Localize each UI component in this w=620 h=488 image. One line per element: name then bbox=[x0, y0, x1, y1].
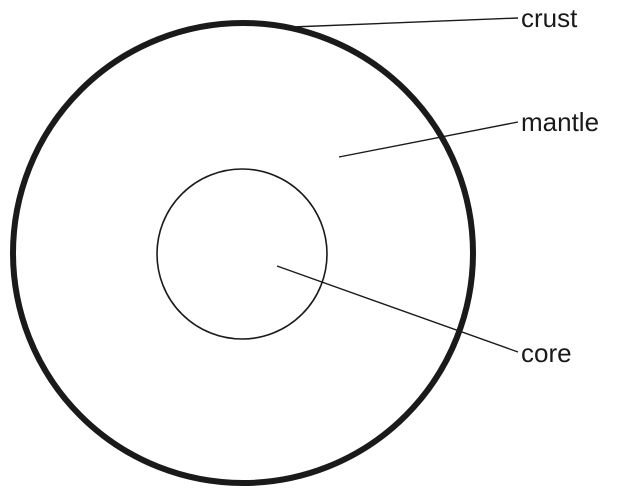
crust-leader-line bbox=[292, 18, 518, 27]
mantle-leader-line bbox=[339, 122, 518, 157]
crust-label: crust bbox=[521, 3, 578, 33]
core-circle bbox=[157, 169, 327, 339]
core-leader-line bbox=[277, 266, 518, 352]
mantle-label: mantle bbox=[521, 107, 599, 137]
core-label: core bbox=[521, 338, 572, 368]
crust-circle bbox=[13, 23, 473, 483]
